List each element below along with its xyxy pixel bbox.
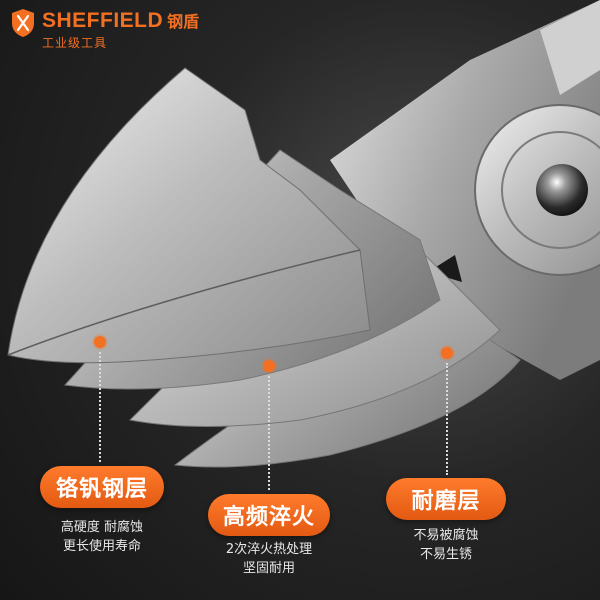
feature-leader-3	[446, 363, 448, 475]
feature-marker-1	[94, 336, 106, 348]
feature-desc-2-line2: 坚固耐用	[242, 561, 295, 576]
feature-desc-3-line1: 不易被腐蚀	[413, 528, 479, 543]
feature-desc-1-line1: 高硬度 耐腐蚀	[60, 520, 144, 535]
feature-desc-3-line2: 不易生锈	[419, 547, 472, 562]
feature-label-2: 高频淬火	[208, 494, 330, 536]
plier-body	[330, 0, 600, 380]
feature-leader-2	[268, 376, 270, 490]
feature-label-3: 耐磨层	[386, 478, 506, 520]
feature-desc-2: 2次淬火热处理 坚固耐用	[196, 540, 342, 578]
feature-marker-3	[441, 347, 453, 359]
feature-label-1: 铬钒钢层	[40, 466, 164, 508]
feature-desc-3: 不易被腐蚀 不易生锈	[380, 526, 512, 564]
brand-name: SHEFFIELD	[42, 9, 164, 32]
pivot-screw-icon	[536, 164, 588, 216]
brand-name-cn: 钢盾	[167, 12, 200, 31]
brand-logo: SHEFFIELD 钢盾 工业级工具	[10, 8, 199, 51]
blade-layer-front	[7, 67, 371, 364]
shield-crossed-tools-icon	[12, 9, 34, 37]
feature-leader-1	[99, 352, 101, 462]
brand-tagline: 工业级工具	[42, 36, 108, 50]
feature-marker-2	[263, 360, 275, 372]
feature-desc-2-line1: 2次淬火热处理	[225, 542, 313, 557]
feature-desc-1-line2: 更长使用寿命	[62, 539, 141, 554]
feature-desc-1: 高硬度 耐腐蚀 更长使用寿命	[30, 518, 174, 556]
